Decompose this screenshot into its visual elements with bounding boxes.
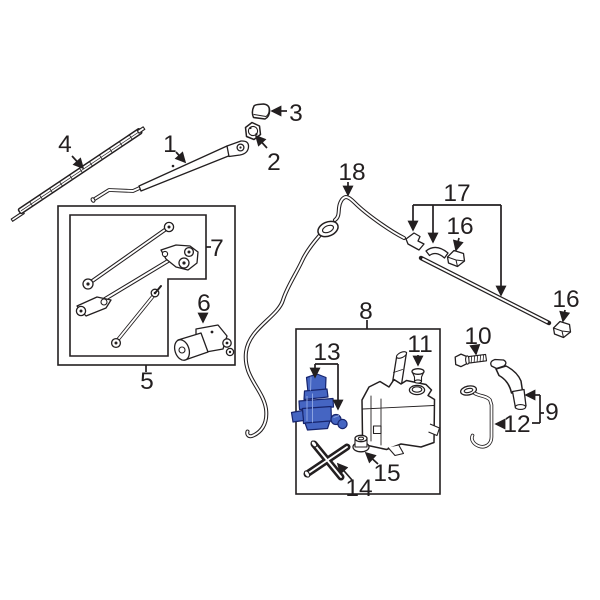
callout-10: 10 <box>464 323 491 350</box>
callout-2: 2 <box>267 149 281 176</box>
wiper-blade <box>10 126 146 222</box>
neck-cap-flap <box>490 358 507 370</box>
filler-neck <box>490 358 527 410</box>
leader-2 <box>254 134 268 149</box>
callout-13: 13 <box>313 339 340 366</box>
blade-ticks <box>29 134 133 207</box>
callout-16-top: 16 <box>446 213 473 240</box>
reservoir-tab <box>428 423 441 437</box>
callout-1: 1 <box>163 131 177 158</box>
wiper-linkage <box>75 221 199 349</box>
callout-8: 8 <box>359 298 373 325</box>
callout-6: 6 <box>197 290 211 317</box>
callout-5: 5 <box>140 368 154 395</box>
leader-15 <box>364 451 379 465</box>
callout-7: 7 <box>210 235 224 262</box>
callout-14: 14 <box>345 475 372 502</box>
bolt-head <box>454 353 468 368</box>
pump-outlet <box>290 409 305 423</box>
callout-12: 12 <box>503 411 530 438</box>
wiper-motor <box>173 324 235 361</box>
callout-4: 4 <box>58 131 72 158</box>
callout-11: 11 <box>407 331 432 358</box>
hose-elbow <box>405 232 425 251</box>
pivot-cap <box>251 103 271 120</box>
leader-1 <box>174 151 187 164</box>
pump-neck <box>303 388 329 401</box>
callout-3: 3 <box>289 100 303 127</box>
washer-hose <box>243 195 406 439</box>
reservoir-cap-plug <box>411 368 425 384</box>
washer-nozzle-right <box>552 320 572 339</box>
arm-shaft <box>138 145 232 192</box>
nozzle-hose-assembly <box>405 232 572 339</box>
reservoir-foot <box>387 445 405 457</box>
washer-nozzle <box>446 249 466 268</box>
bracket-9 <box>532 395 544 424</box>
neck-body <box>495 365 524 394</box>
leader-10 <box>469 343 481 356</box>
callout-labels: 4 1 3 2 18 17 16 16 7 5 6 8 13 11 10 9 1… <box>58 100 579 502</box>
callout-15: 15 <box>373 460 400 487</box>
pump-grommet <box>330 413 348 430</box>
wiper-arm <box>90 140 250 203</box>
grommet <box>352 434 370 453</box>
washer-reservoir <box>361 351 441 457</box>
hose-segment <box>425 246 449 259</box>
bolt <box>454 353 488 368</box>
hose-joint <box>303 440 351 481</box>
callout-leaders <box>71 105 571 481</box>
blade-connector <box>136 126 146 134</box>
leader-16a <box>452 237 464 252</box>
callout-9: 9 <box>545 399 559 426</box>
arm-hook-end <box>90 197 96 203</box>
washer-pump <box>290 373 335 431</box>
leader-14 <box>336 462 353 481</box>
leader-4 <box>71 155 85 170</box>
wiper-arm-nut <box>244 121 262 141</box>
callout-16-right: 16 <box>552 286 579 313</box>
callout-17: 17 <box>443 180 470 207</box>
reservoir-tube <box>459 385 494 449</box>
pump-base <box>304 420 331 431</box>
linkage-inner-box <box>69 214 207 357</box>
callout-18: 18 <box>338 159 365 186</box>
leader-16b <box>559 309 571 323</box>
